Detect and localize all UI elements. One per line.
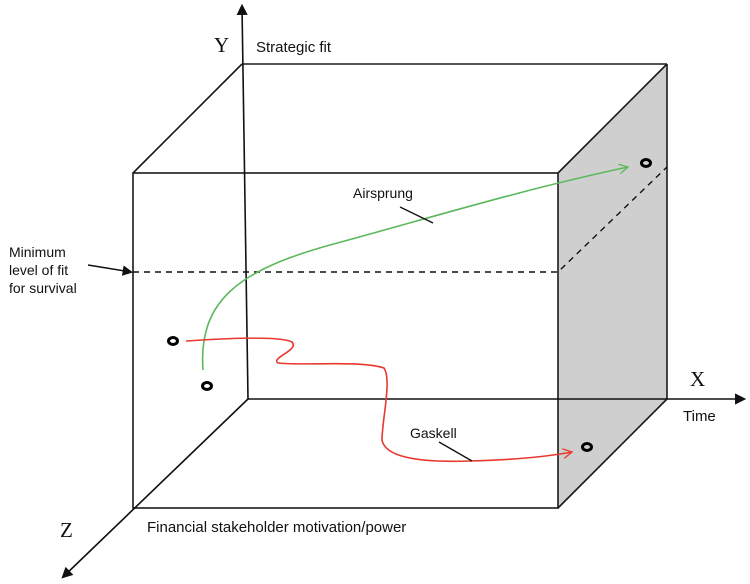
gaskell-start-marker [167,336,179,346]
airsprung-start-marker [201,381,213,391]
position-markers [167,158,652,452]
x-axis-letter: X [690,367,705,391]
airsprung-leader-line [399,206,434,224]
cube-right-face [558,64,667,508]
airsprung-end-marker [640,158,652,168]
threshold-label-line-3: for survival [9,280,77,296]
z-axis [61,398,249,579]
cube-top-left-diagonal [132,63,243,174]
threshold-pointer-arrow [87,264,134,276]
cube-top-right-diagonal [557,63,668,174]
cube-front-face [132,172,559,509]
threshold-label: Minimum level of fit for survival [9,244,77,296]
gaskell-end-marker [581,442,593,452]
cube-edges [132,63,668,509]
z-axis-letter: Z [60,518,73,542]
gaskell-label: Gaskell [410,425,457,441]
y-axis [236,3,249,400]
gaskell-leader-line [438,441,473,462]
gaskell-trajectory [185,337,572,463]
y-axis-letter: Y [214,33,229,57]
airsprung-trajectory [201,167,628,371]
threshold-label-line-1: Minimum [9,244,66,260]
airsprung-label: Airsprung [353,185,413,201]
x-axis-label: Time [683,408,716,425]
z-axis-label: Financial stakeholder motivation/power [147,519,406,536]
threshold-label-line-2: level of fit [9,262,68,278]
cube-bottom-right-diagonal [557,398,668,509]
y-axis-label: Strategic fit [256,39,332,56]
